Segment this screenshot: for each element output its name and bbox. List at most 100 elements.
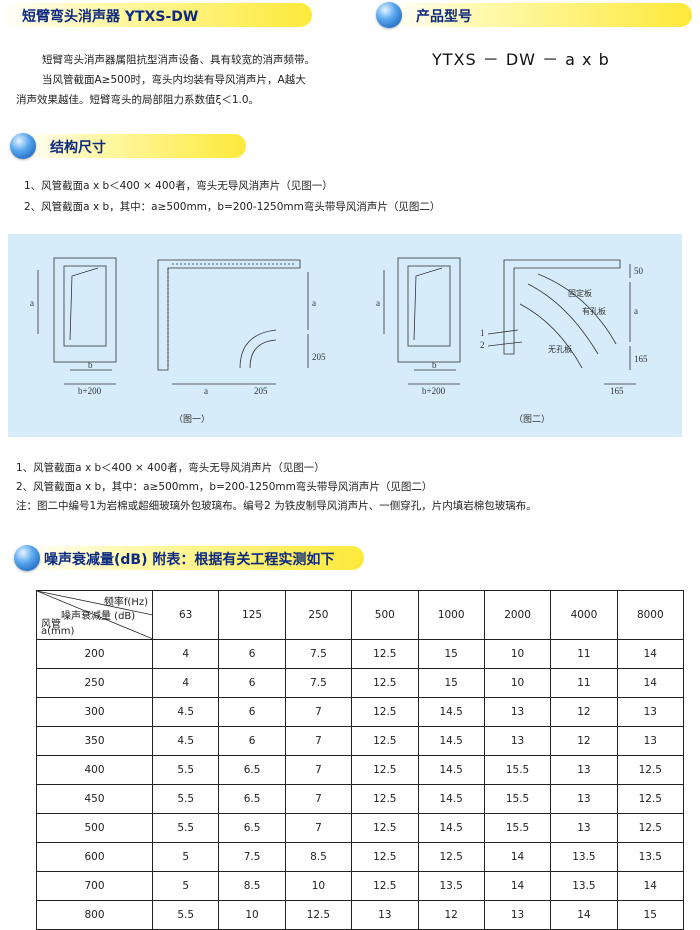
fig2-front-inner [407, 265, 451, 347]
intro-line-3: 消声效果越佳。短臂弯头的局部阻力系数值ξ＜1.0。 [16, 94, 260, 106]
fig2-elbow-body [503, 259, 621, 355]
fig1-label-a: a [30, 298, 34, 308]
fig2-label-50: 50 [634, 266, 644, 276]
table-cell: 10 [284, 871, 353, 901]
table-cell: 4.5 [151, 697, 220, 727]
table-cell: 6 [218, 639, 286, 669]
noise-attenuation-table: 频率f(Hz) 噪声衰减量 (dB) 风管 a(mm) 63 125 250 5… [36, 590, 685, 930]
fig2-label-a: a [376, 298, 380, 308]
row-duct-size: 800 [36, 900, 153, 930]
freq-header: 500 [351, 590, 419, 640]
fig1-label-205-h: 205 [254, 386, 268, 396]
table-cell: 6 [218, 726, 286, 756]
table-cell: 12.5 [351, 697, 419, 727]
table-cell: 5.5 [151, 784, 220, 814]
header-right-title: 产品型号 [416, 9, 472, 25]
table-cell: 13.5 [616, 842, 685, 872]
fig1-front-slant [69, 267, 99, 341]
table-cell: 7 [284, 726, 353, 756]
table-cell: 13 [550, 755, 618, 785]
fig2-label-b200: b+200 [422, 386, 446, 396]
table-cell: 12.5 [616, 784, 685, 814]
table-cell: 14 [616, 639, 685, 669]
row-duct-size: 250 [36, 668, 153, 698]
table-cell: 7.5 [284, 668, 353, 698]
row-duct-size: 450 [36, 784, 153, 814]
model-code: YTXS － DW － a x b [432, 50, 610, 69]
table-cell: 7 [284, 755, 353, 785]
table-heading: 噪声衰减量(dB) 附表：根据有关工程实测如下 [44, 552, 335, 568]
table-cell: 15.5 [483, 755, 552, 785]
intro-line-2: 当风管截面A≥500时，弯头内均装有导风消声片，A越大 [42, 74, 306, 86]
freq-header: 250 [284, 590, 353, 640]
diagram-svg: a b b+200 a 205 205 a a b b+200 165 165 … [30, 257, 648, 425]
structure-pill [20, 134, 246, 158]
row-duct-size: 600 [36, 842, 153, 872]
table-cell: 13 [483, 900, 552, 930]
table-cell: 13 [483, 726, 552, 756]
table-cell: 14 [550, 900, 618, 930]
table-cell: 8.5 [218, 871, 286, 901]
table-cell: 6 [218, 668, 286, 698]
fig1-front-inner [63, 265, 107, 347]
note-line-2: 2、风管截面a x b，其中：a≥500mm，b=200-1250mm弯头带导风… [16, 481, 433, 493]
structure-heading: 结构尺寸 [50, 140, 106, 156]
fig2-label-165-h: 165 [610, 386, 624, 396]
table-cell: 6 [218, 697, 286, 727]
table-cell: 7 [284, 784, 353, 814]
freq-header: 8000 [616, 590, 685, 640]
table-cell: 12.5 [351, 668, 419, 698]
table-cell: 13 [550, 784, 618, 814]
freq-header: 125 [218, 590, 286, 640]
fig2-label-solid: 无孔板 [548, 344, 572, 354]
table-cell: 15 [417, 639, 485, 669]
table-cell: 13 [550, 813, 618, 843]
corner-duct-label: 风管 [41, 619, 61, 630]
table-cell: 10 [218, 900, 286, 930]
fig2-label-b: b [432, 360, 437, 370]
table-cell: 5 [151, 871, 220, 901]
table-cell: 12.5 [351, 842, 419, 872]
fig1-label-b: b [88, 360, 93, 370]
row-duct-size: 400 [36, 755, 153, 785]
table-cell: 14.5 [417, 755, 485, 785]
table-cell: 14 [483, 871, 552, 901]
structure-ball-icon [10, 133, 36, 159]
table-cell: 14.5 [417, 784, 485, 814]
fig1-label-205-v: 205 [312, 352, 326, 362]
table-cell: 12.5 [616, 813, 685, 843]
table-cell: 12.5 [284, 900, 353, 930]
corner-atten-label: 噪声衰减量 (dB) [61, 611, 136, 622]
fig2-vane-1 [527, 283, 599, 355]
freq-header: 2000 [483, 590, 552, 640]
row-duct-size: 350 [36, 726, 153, 756]
table-cell: 12.5 [351, 813, 419, 843]
freq-header: 63 [151, 590, 220, 640]
table-cell: 6.5 [218, 784, 286, 814]
table-cell: 13 [483, 697, 552, 727]
row-duct-size: 700 [36, 871, 153, 901]
row-duct-size: 500 [36, 813, 153, 843]
fig2-callout-1: 1 [480, 328, 485, 338]
table-cell: 13 [351, 900, 419, 930]
fig2-caption: （图二） [514, 414, 550, 425]
table-cell: 7 [284, 697, 353, 727]
table-cell: 12.5 [351, 726, 419, 756]
header-right-pill [386, 3, 692, 27]
table-cell: 6.5 [218, 813, 286, 843]
note-line-1: 1、风管截面a x b＜400 × 400者，弯头无导风消声片（见图一） [16, 462, 325, 474]
fig2-label-165-v: 165 [634, 354, 648, 364]
table-cell: 12.5 [616, 755, 685, 785]
table-cell: 14 [616, 871, 685, 901]
table-cell: 13.5 [550, 871, 618, 901]
table-cell: 7 [284, 813, 353, 843]
table-cell: 12.5 [351, 755, 419, 785]
table-cell: 15 [417, 668, 485, 698]
corner-freq-label: 频率f(Hz) [103, 597, 148, 608]
table-cell: 12.5 [351, 639, 419, 669]
